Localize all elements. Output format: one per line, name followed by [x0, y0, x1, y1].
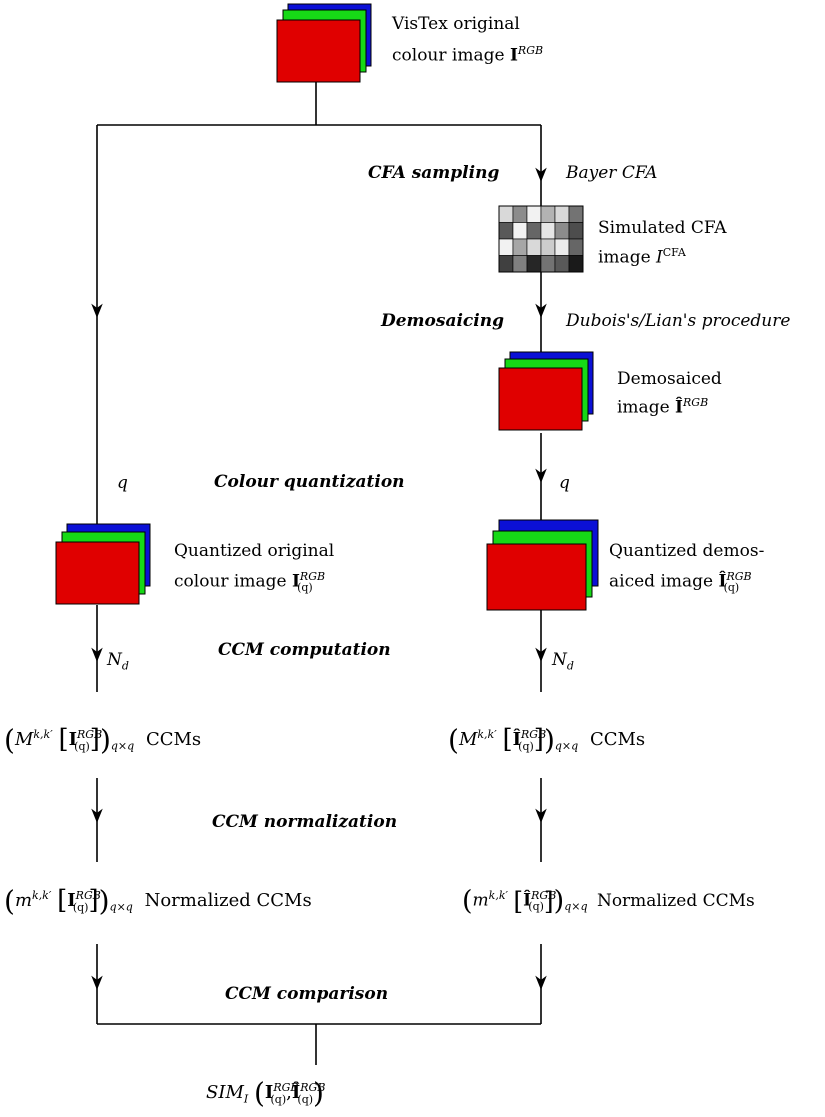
- cfa-cell: [498, 222, 514, 240]
- cfa-cell: [568, 238, 584, 256]
- cfa-cell: [568, 205, 584, 223]
- quantized-original-image-icon: [55, 523, 151, 605]
- quantized-demosaiced-label-line2: aiced image ÎRGB(q): [609, 570, 752, 595]
- cfa-cell: [512, 255, 528, 273]
- cfa-cell: [554, 205, 570, 223]
- ccm-left-formula: (Mk,k′ [IRGB(q)])q×q CCMs: [4, 723, 202, 757]
- colour-quantization-step: Colour quantization: [214, 472, 405, 492]
- cfa-cell: [526, 222, 542, 240]
- original-image-label-line2: colour image IRGB: [392, 44, 544, 66]
- nd-right-label: Nd: [552, 650, 574, 673]
- bayer-cfa-label: Bayer CFA: [566, 163, 658, 183]
- demosaiced-label-line2: image ÎRGB: [617, 396, 709, 418]
- cfa-cell: [540, 205, 556, 223]
- ccm-normalization-step: CCM normalization: [212, 812, 398, 832]
- cfa-cell: [540, 255, 556, 273]
- q-right-label: q: [559, 473, 570, 493]
- original-image-icon: [276, 3, 372, 83]
- cfa-cell: [526, 238, 542, 256]
- similarity-formula: SIMI (IRGB(q),ÎRGB(q)): [206, 1076, 326, 1110]
- cfa-cell: [512, 205, 528, 223]
- ccm-right-formula: (Mk,k′ [ÎRGB(q)])q×q CCMs: [448, 723, 646, 757]
- cfa-cell: [512, 222, 528, 240]
- quantized-original-label-line2: colour image IRGB(q): [174, 570, 326, 595]
- q-left-label: q: [117, 473, 128, 493]
- procedure-label: Dubois's/Lian's procedure: [566, 311, 791, 331]
- cfa-sampling-step: CFA sampling: [368, 163, 500, 183]
- cfa-cell: [554, 255, 570, 273]
- connectors: [91, 82, 547, 1065]
- cfa-cell: [540, 222, 556, 240]
- cfa-cell: [568, 255, 584, 273]
- ccm-comparison-step: CCM comparison: [225, 984, 389, 1004]
- normalized-ccm-right-formula: (mk,k′ [ÎRGB(q)])q×q Normalized CCMs: [462, 885, 755, 917]
- cfa-cell: [554, 222, 570, 240]
- simulated-cfa-label-line1: Simulated CFA: [598, 218, 727, 238]
- cfa-cell: [526, 205, 542, 223]
- nd-left-label: Nd: [107, 650, 129, 673]
- cfa-cell: [568, 222, 584, 240]
- cfa-cell: [512, 238, 528, 256]
- cfa-border: [498, 205, 584, 273]
- cfa-cell: [498, 238, 514, 256]
- demosaiced-label-line1: Demosaiced: [617, 369, 722, 389]
- cfa-cell: [540, 238, 556, 256]
- original-image-label-line1: VisTex original: [392, 14, 520, 34]
- quantized-demosaiced-image-icon: [486, 519, 599, 611]
- quantized-demosaiced-label-line1: Quantized demos-: [609, 541, 765, 561]
- simulated-cfa-label-line2: image ICFA: [598, 246, 686, 268]
- cfa-cell: [526, 255, 542, 273]
- normalized-ccm-left-formula: (mk,k′ [IRGB(q)])q×q Normalized CCMs: [4, 884, 312, 918]
- demosaicing-step: Demosaicing: [381, 311, 504, 331]
- cfa-cell: [554, 238, 570, 256]
- ccm-computation-step: CCM computation: [218, 640, 391, 660]
- cfa-image-icon: [498, 205, 584, 273]
- quantized-original-label-line1: Quantized original: [174, 541, 335, 561]
- cfa-cell: [498, 255, 514, 273]
- demosaiced-image-icon: [498, 351, 594, 431]
- cfa-cell: [498, 205, 514, 223]
